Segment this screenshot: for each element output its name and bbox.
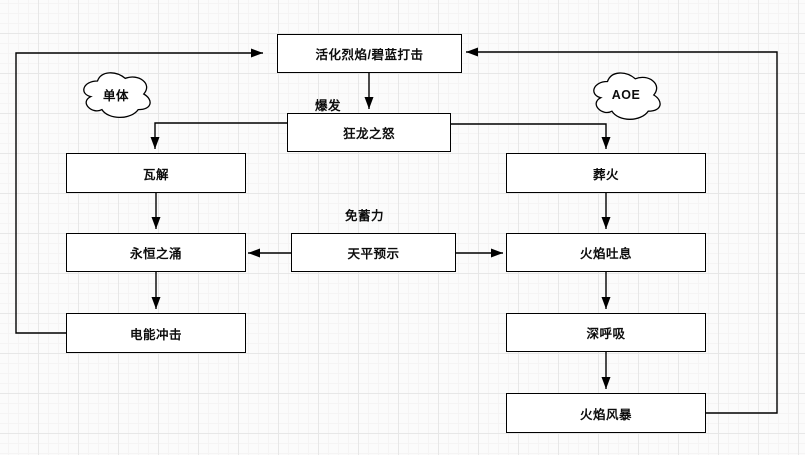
node-flame-breath-label: 火焰吐息 [579,247,632,261]
node-deep-breath[interactable]: 深呼吸 [506,313,706,352]
edge-label-burst: 爆发 [315,99,342,113]
edge-label-no-charge: 免蓄力 [345,209,385,223]
cloud-shape-icon [79,68,153,120]
cloud-aoe-label: AOE [611,88,641,102]
node-electric-shock[interactable]: 电能冲击 [66,313,246,353]
node-burial-fire-label: 葬火 [592,167,619,182]
edge-shock-loop-to-activate [15,48,263,334]
node-libra-omen[interactable]: 天平预示 [291,233,456,272]
cloud-single-target-label: 单体 [102,88,129,103]
node-dragon-rage-label: 狂龙之怒 [342,127,395,141]
node-libra-omen-label: 天平预示 [347,247,400,261]
node-flame-storm[interactable]: 火焰风暴 [506,393,706,433]
node-activate-strike-label: 活化烈焰/碧蓝打击 [315,48,424,62]
edge-rage-to-disintegrate [150,122,287,149]
node-burial-fire[interactable]: 葬火 [506,153,706,193]
node-eternal-surge[interactable]: 永恒之涌 [66,233,246,272]
node-flame-breath[interactable]: 火焰吐息 [506,233,706,272]
edge-rage-to-burial-fire [451,123,611,149]
node-disintegrate[interactable]: 瓦解 [66,153,246,193]
node-deep-breath-label: 深呼吸 [586,327,626,341]
cloud-aoe[interactable]: AOE [589,68,663,122]
node-dragon-rage[interactable]: 狂龙之怒 [287,113,451,152]
cloud-single-target[interactable]: 单体 [79,68,153,120]
node-disintegrate-label: 瓦解 [142,167,169,182]
edge-storm-loop-to-activate [466,47,778,414]
node-flame-storm-label: 火焰风暴 [579,407,632,422]
node-activate-strike[interactable]: 活化烈焰/碧蓝打击 [277,34,462,73]
node-electric-shock-label: 电能冲击 [129,327,182,342]
cloud-shape-icon [589,68,663,122]
node-eternal-surge-label: 永恒之涌 [129,247,182,261]
